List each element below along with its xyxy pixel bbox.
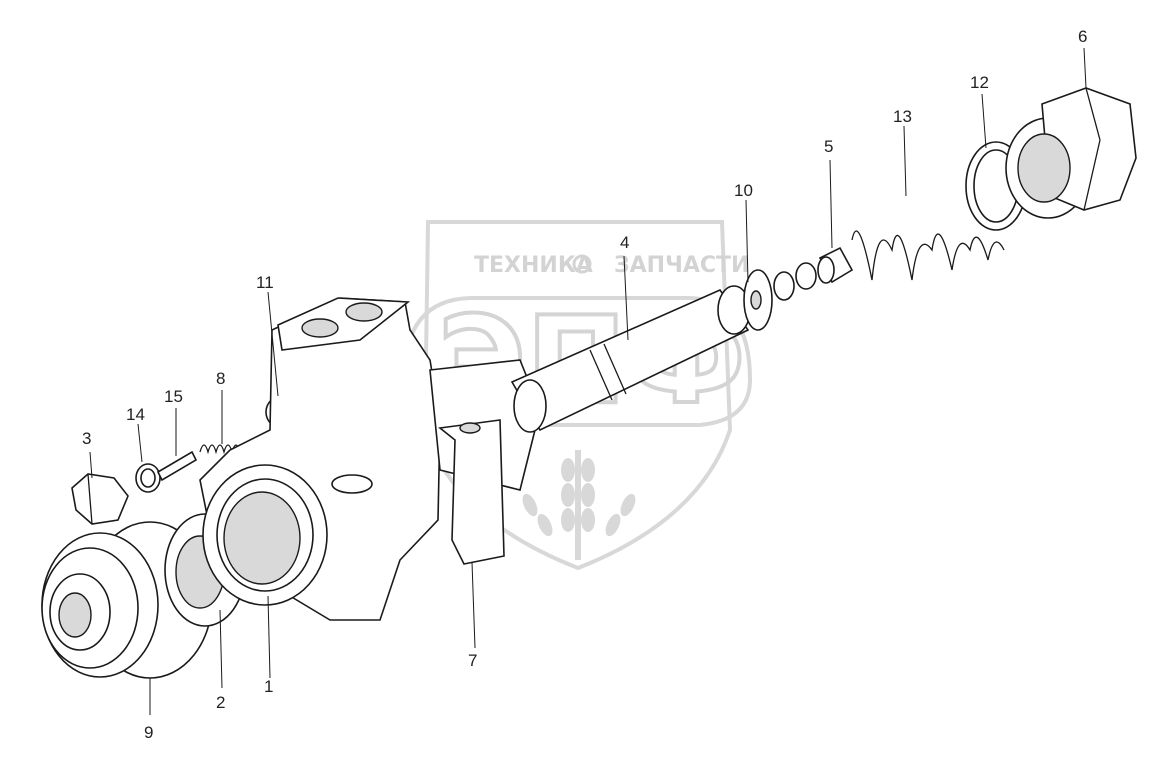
callout-3: 3 bbox=[82, 429, 91, 448]
part-7-bracket bbox=[438, 419, 505, 565]
watermark-shield bbox=[422, 220, 733, 571]
callout-6: 6 bbox=[1078, 27, 1087, 46]
valve-housing bbox=[199, 297, 541, 621]
callout-9: 9 bbox=[144, 723, 153, 742]
callout-2: 2 bbox=[216, 693, 225, 712]
callout-8: 8 bbox=[216, 369, 225, 388]
part-3-hex-plug bbox=[71, 473, 129, 525]
callout-13: 13 bbox=[893, 107, 912, 126]
callout-labels: 1 2 3 4 5 6 7 8 9 10 11 12 13 14 15 bbox=[82, 27, 1087, 742]
part-6-nut bbox=[1005, 87, 1137, 219]
callout-12: 12 bbox=[970, 73, 989, 92]
part-13-spring bbox=[851, 230, 1005, 281]
leader-lines bbox=[89, 47, 1087, 715]
callout-4: 4 bbox=[620, 233, 629, 252]
callout-1: 1 bbox=[264, 677, 273, 696]
callout-11: 11 bbox=[256, 273, 274, 292]
callout-7: 7 bbox=[468, 651, 477, 670]
watermark-brand-right: ЗАПЧАСТИ bbox=[614, 253, 749, 278]
part-10-disc bbox=[743, 269, 773, 331]
callout-14: 14 bbox=[126, 405, 145, 424]
callout-10: 10 bbox=[734, 181, 753, 200]
callout-5: 5 bbox=[824, 137, 833, 156]
collar-2 bbox=[795, 262, 817, 290]
part-5-bushing bbox=[817, 246, 854, 284]
part-14-ring-hole bbox=[140, 468, 156, 488]
part-4-plunger bbox=[510, 285, 751, 433]
callout-15: 15 bbox=[164, 387, 183, 406]
part-15-pin bbox=[156, 450, 198, 482]
wheat-icon bbox=[522, 450, 636, 560]
gear-icon bbox=[572, 254, 592, 274]
collar bbox=[773, 271, 795, 301]
